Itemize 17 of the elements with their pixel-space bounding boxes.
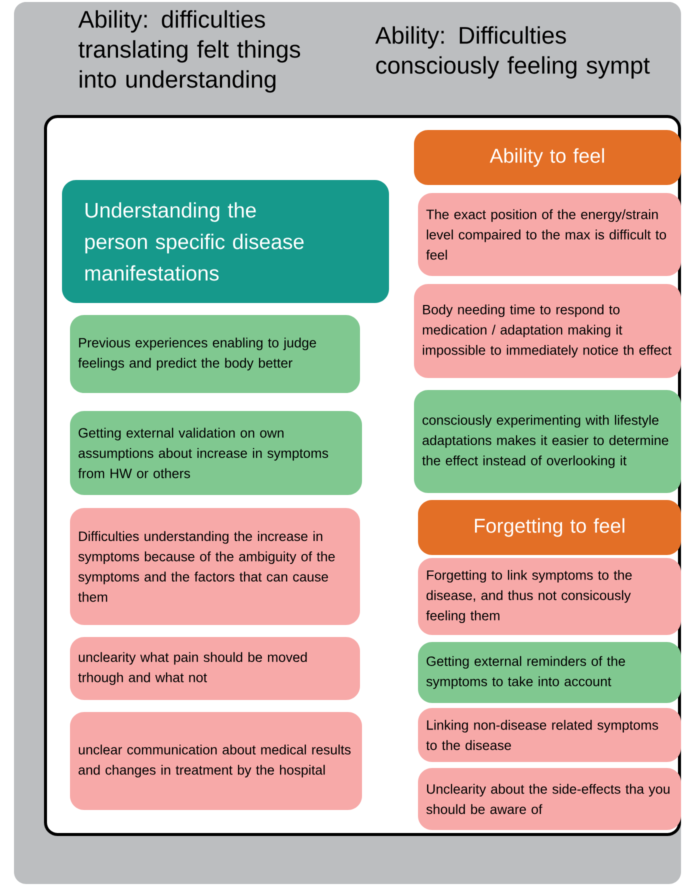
header-box: Understanding the person specific disease manifestations	[62, 180, 389, 303]
barrier-box: Forgetting to link symptoms to the disease, and thus not consicously feeling them	[418, 558, 681, 635]
barrier-box: Linking non-disease related symptoms to the disease	[418, 708, 681, 762]
barrier-box: Body needing time to respond to medication / adaptation making it impossible to immediately notice th effect	[414, 284, 681, 378]
section-header: Ability to feel	[414, 130, 681, 185]
barrier-box: unclearity what pain should be moved trhough and what not	[70, 637, 360, 700]
enabler-box: Getting external validation on own assumptions about increase in symptoms from HW or others	[70, 411, 362, 495]
barrier-box: The exact position of the energy/strain level compaired to the max is difficult to feel	[418, 193, 681, 276]
barrier-box: unclear communication about medical results and changes in treatment by the hospital	[70, 712, 362, 810]
barrier-box: Difficulties understanding the increase in symptoms because of the ambiguity of the symptoms and the factors that can cause them	[70, 508, 360, 625]
barrier-box: Unclearity about the side-effects tha you should be aware of	[418, 768, 681, 830]
enabler-box: Previous experiences enabling to judge feelings and predict the body better	[70, 315, 360, 393]
heading: Ability: difficulties translating felt things into understanding	[78, 10, 300, 93]
enabler-box: consciously experimenting with lifestyle adaptations makes it easier to determine the effect instead of overlooking it	[414, 390, 681, 493]
enabler-box: Getting external reminders of the symptoms to take into account	[418, 642, 681, 703]
heading: Ability: Difficulties consciously feeling sympt	[375, 26, 650, 79]
section-header: Forgetting to feel	[418, 500, 681, 555]
